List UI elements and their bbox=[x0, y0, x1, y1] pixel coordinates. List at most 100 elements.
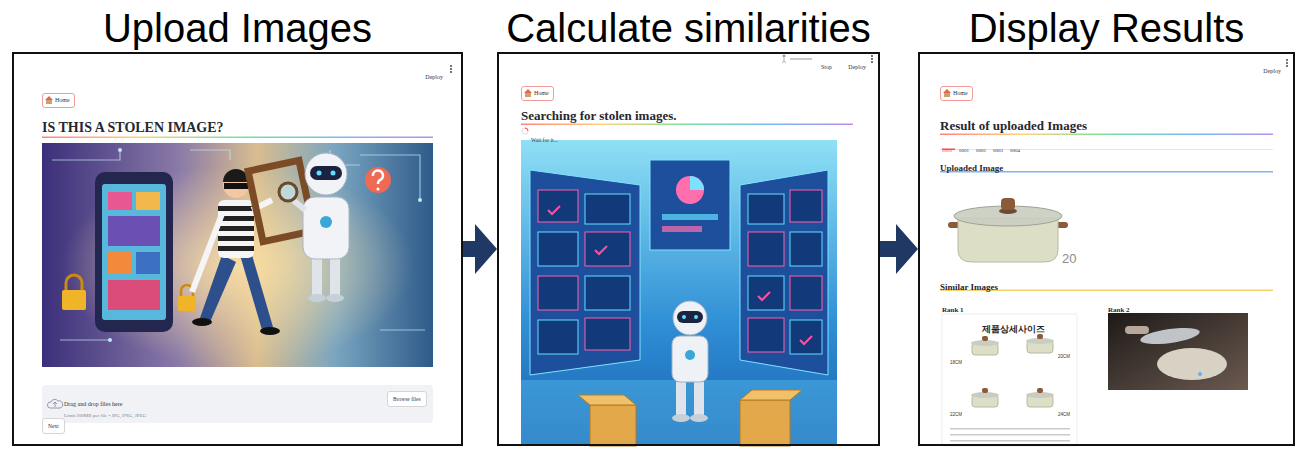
size-label: 22CM bbox=[950, 412, 962, 417]
search-robot-illustration bbox=[748, 194, 784, 224]
next-button: Next bbox=[42, 418, 65, 434]
size-label: 18CM bbox=[950, 360, 962, 365]
home-icon bbox=[525, 93, 531, 97]
product-size-photo bbox=[982, 336, 988, 341]
file-dropzone: Browse filesDrag and drop files hereLimi… bbox=[42, 385, 433, 423]
size-label: 20CM bbox=[1058, 354, 1070, 359]
button-label: Home bbox=[55, 97, 70, 103]
search-robot-illustration bbox=[690, 414, 708, 422]
text-holder: 22CM bbox=[950, 402, 962, 420]
tab-label: 0001 bbox=[959, 148, 969, 153]
product-size-photo bbox=[950, 428, 1070, 430]
home-icon bbox=[45, 96, 53, 104]
app-chrome bbox=[521, 124, 853, 126]
deploy-link: Deploy bbox=[1263, 68, 1281, 74]
text-holder: Drag and drop files here bbox=[64, 392, 122, 410]
search-robot-illustration bbox=[694, 382, 704, 416]
text-holder: Rank 1 bbox=[942, 298, 964, 316]
thief-robot-illustration bbox=[373, 170, 383, 184]
upload-icon bbox=[47, 399, 62, 408]
search-robot-illustration bbox=[672, 336, 708, 382]
text-holder: Similar Images bbox=[940, 276, 998, 294]
thief-robot-illustration bbox=[279, 183, 297, 201]
search-robot-illustration bbox=[585, 318, 630, 350]
thief-robot-illustration bbox=[365, 167, 391, 193]
search-robot-illustration bbox=[662, 214, 718, 220]
page-title: IS THIS A STOLEN IMAGE? bbox=[42, 120, 224, 135]
app-chrome bbox=[871, 55, 873, 57]
product-size-photo bbox=[950, 440, 1070, 442]
text-holder: Wait for it... bbox=[531, 128, 558, 146]
thief-robot-illustration bbox=[136, 252, 160, 274]
app-chrome bbox=[1286, 59, 1288, 61]
thief-robot-illustration bbox=[312, 257, 322, 297]
search-robot-illustration bbox=[578, 395, 636, 405]
search-robot-illustration bbox=[521, 380, 837, 446]
home-button: Home bbox=[42, 93, 75, 108]
product-photo bbox=[940, 178, 1080, 270]
search-robot-illustration bbox=[548, 206, 812, 344]
thief-robot-illustration bbox=[192, 214, 222, 292]
browse-button: Browse files bbox=[387, 391, 427, 407]
search-robot-illustration bbox=[585, 232, 630, 266]
app-chrome bbox=[42, 137, 433, 139]
deploy-link: Deploy bbox=[848, 64, 866, 70]
home-button: Home bbox=[940, 86, 973, 101]
app-chrome bbox=[940, 134, 1273, 136]
product-size-photo bbox=[1037, 334, 1043, 339]
text-holder: Deploy bbox=[848, 55, 866, 73]
search-robot-illustration bbox=[694, 315, 698, 319]
text-holder: Rank 2 bbox=[1108, 298, 1130, 316]
text-holder: 0002 bbox=[976, 138, 986, 156]
rank-label: Rank 2 bbox=[1108, 306, 1130, 314]
text-holder: Calculate similarities bbox=[497, 4, 880, 52]
product-size-photo bbox=[942, 314, 1077, 446]
search-robot-illustration bbox=[790, 276, 822, 310]
search-robot-illustration bbox=[740, 390, 802, 400]
upload-icon bbox=[53, 402, 57, 407]
search-robot-illustration bbox=[538, 190, 578, 222]
search-robot-illustration bbox=[538, 320, 578, 354]
product-use-photo bbox=[1108, 313, 1248, 390]
stop-link: Stop bbox=[821, 64, 832, 70]
search-robot-illustration bbox=[748, 276, 784, 310]
search-robot-illustration bbox=[585, 194, 630, 224]
text-holder: 0000 bbox=[942, 138, 952, 156]
thief-robot-illustration bbox=[108, 192, 132, 210]
search-robot-illustration bbox=[676, 382, 686, 416]
product-photo bbox=[1001, 198, 1015, 210]
app-chrome bbox=[790, 58, 812, 60]
text-holder: Deploy bbox=[1263, 59, 1281, 77]
page-title: Searching for stolen images. bbox=[521, 108, 677, 123]
step-heading: Display Results bbox=[969, 6, 1245, 50]
thief-robot-illustration bbox=[303, 197, 349, 259]
text-holder: 18CM bbox=[950, 350, 962, 368]
status-text: Wait for it... bbox=[531, 137, 558, 143]
thief-robot-illustration bbox=[224, 183, 248, 189]
thief-robot-illustration bbox=[305, 153, 347, 195]
home-icon bbox=[944, 93, 950, 97]
search-robot-illustration bbox=[677, 311, 703, 323]
thief-robot-illustration bbox=[108, 216, 160, 246]
app-chrome bbox=[1286, 62, 1288, 64]
tab-label: 0002 bbox=[976, 148, 986, 153]
text-holder: 0004 bbox=[1010, 138, 1020, 156]
tab-label: 0004 bbox=[1010, 148, 1020, 153]
upload-icon bbox=[47, 399, 62, 408]
search-robot-illustration bbox=[740, 400, 790, 446]
button-label: Home bbox=[953, 90, 968, 96]
text-holder: 20CM bbox=[1058, 344, 1070, 362]
search-robot-illustration bbox=[682, 315, 686, 319]
thief-robot-illustration bbox=[108, 252, 132, 274]
image-text: 제품상세사이즈 bbox=[982, 324, 1045, 334]
thief-robot-illustration bbox=[218, 226, 254, 231]
text-holder: Upload Images bbox=[12, 4, 463, 52]
thief-robot-illustration bbox=[260, 327, 280, 335]
home-icon bbox=[46, 100, 52, 104]
thief-robot-illustration bbox=[320, 216, 332, 228]
screen-frame bbox=[918, 52, 1295, 446]
thief-robot-illustration bbox=[218, 206, 254, 211]
home-button: Home bbox=[521, 86, 554, 101]
search-robot-illustration bbox=[790, 232, 822, 266]
dropzone-hint: Drag and drop files here bbox=[64, 401, 122, 407]
